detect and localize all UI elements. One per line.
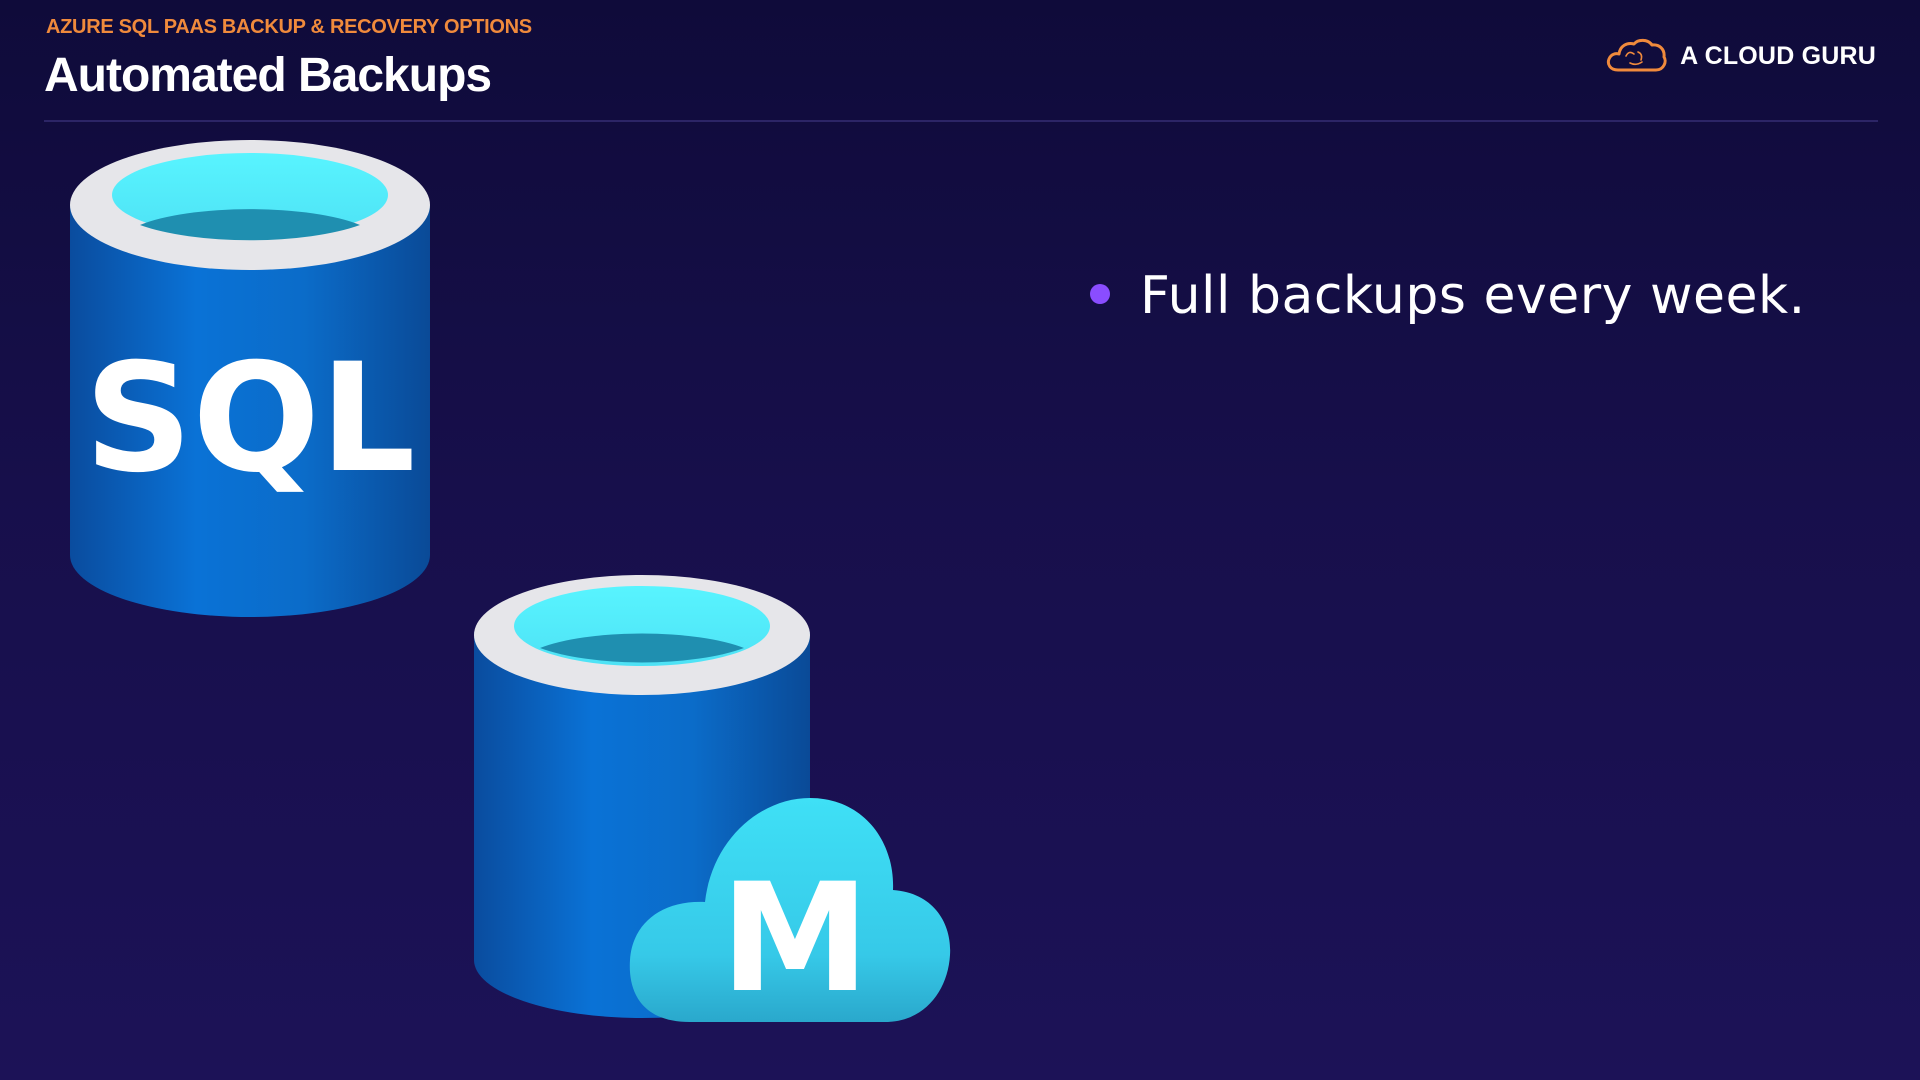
section-kicker: AZURE SQL PAAS BACKUP & RECOVERY OPTIONS — [46, 16, 532, 38]
sql-database-icon: SQL — [70, 140, 430, 617]
bullet-item: Full backups every week. — [1090, 266, 1806, 326]
brand-name: A CLOUD GURU — [1680, 41, 1876, 70]
cloud-logo-icon — [1607, 38, 1667, 72]
header-divider — [44, 120, 1878, 122]
slide-title: Automated Backups — [44, 49, 492, 102]
cloud-badge-icon: M — [629, 798, 951, 1026]
bullet-text: Full backups every week. — [1140, 266, 1806, 326]
sql-managed-instance-icon: M — [474, 575, 951, 1026]
sql-database-label: SQL — [84, 332, 415, 506]
bullet-dot — [1090, 284, 1110, 304]
managed-instance-label: M — [720, 852, 869, 1026]
brand-logo: A CLOUD GURU — [1604, 36, 1876, 76]
